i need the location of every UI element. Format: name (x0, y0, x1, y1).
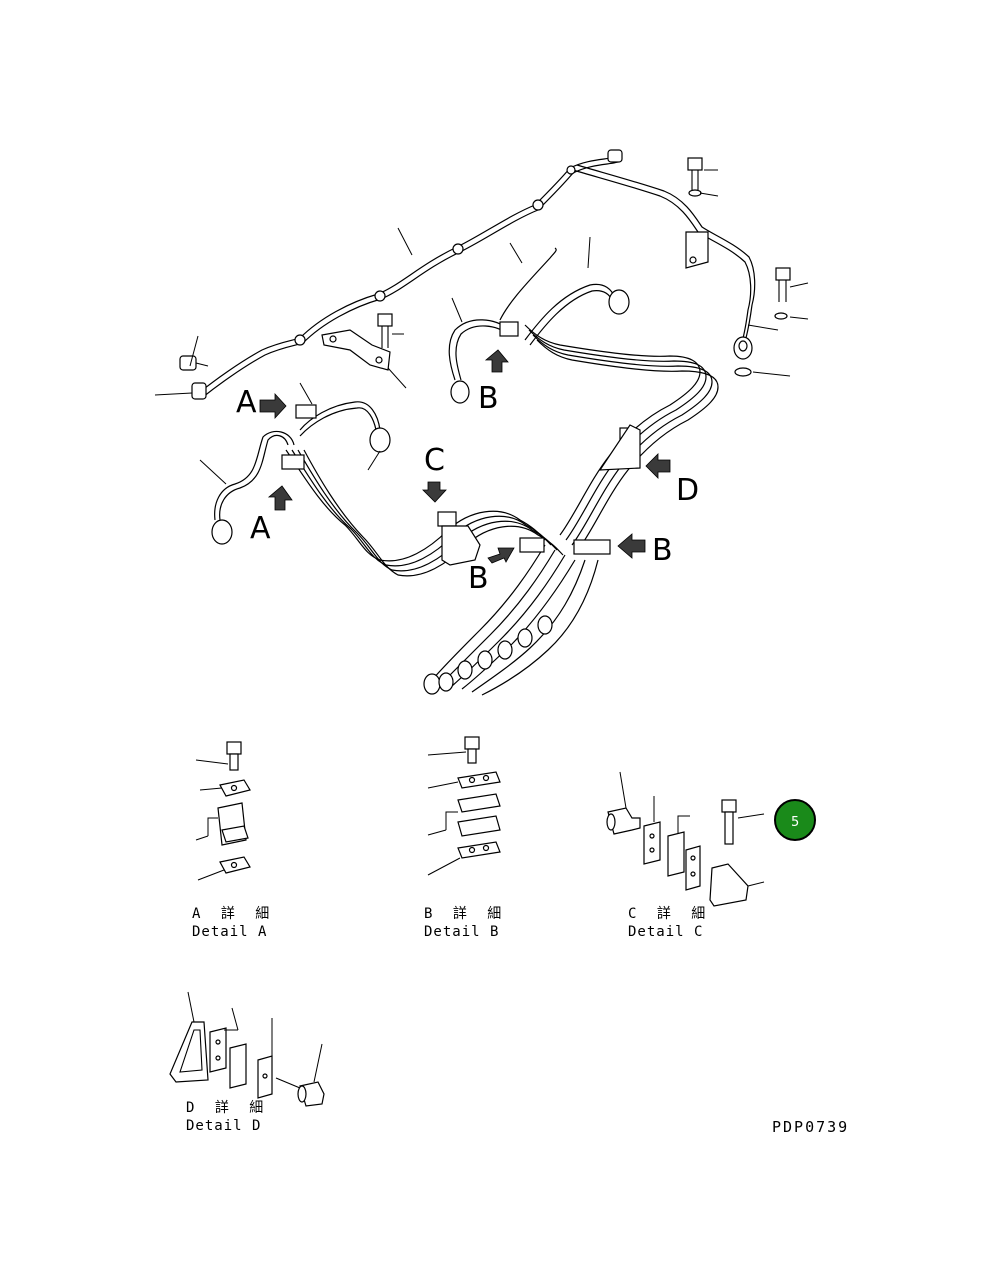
callout-b-lower-left: B (468, 561, 489, 596)
injection-pipe-bundle (211, 247, 719, 696)
drawing-code: PDP0739 (772, 1118, 849, 1136)
detail-a-title-jp: A 詳 細 (192, 906, 275, 922)
main-assembly: A A B C B B D (154, 149, 809, 696)
detail-a-title-en: Detail A (192, 924, 267, 940)
callout-letters: A A B C B B D (236, 381, 699, 596)
arrow-a2 (267, 485, 293, 511)
detail-c-group: 5 C 詳 細 Detail C (606, 771, 816, 940)
bolts-top-right (687, 157, 791, 377)
item-badge: 5 (774, 799, 816, 841)
arrow-b2 (487, 547, 515, 564)
callout-d: D (676, 473, 699, 508)
detail-b-title-jp: B 詳 細 (424, 906, 507, 922)
leader-lines-main (154, 169, 809, 485)
detail-d-group: D 詳 細 Detail D (169, 991, 325, 1134)
callout-arrows (259, 349, 671, 564)
arrow-b1 (484, 349, 509, 373)
pump-end-fittings (423, 615, 553, 695)
detail-c-title-jp: C 詳 細 (628, 906, 711, 922)
detail-d-title-en: Detail D (186, 1118, 261, 1134)
arrow-a1 (259, 392, 287, 420)
detail-a-group: A 詳 細 Detail A (192, 741, 275, 940)
arrow-c (422, 481, 447, 503)
item-badge-label: 5 (791, 815, 799, 830)
item-badge-circle (774, 799, 816, 841)
mounting-bracket-top (321, 313, 393, 371)
detail-b-group: B 詳 細 Detail B (424, 736, 507, 940)
callout-b-lower-right: B (652, 533, 673, 568)
arrow-d (645, 453, 671, 479)
callout-a-lower: A (250, 511, 271, 546)
detail-d-title-jp: D 詳 細 (186, 1100, 269, 1116)
arrow-b3 (617, 533, 646, 559)
detail-c-title-en: Detail C (628, 924, 703, 940)
callout-b-upper: B (478, 381, 499, 416)
detail-b-title-en: Detail B (424, 924, 499, 940)
callout-a-upper: A (236, 385, 257, 420)
leak-off-line (179, 149, 756, 400)
callout-c: C (424, 443, 445, 478)
